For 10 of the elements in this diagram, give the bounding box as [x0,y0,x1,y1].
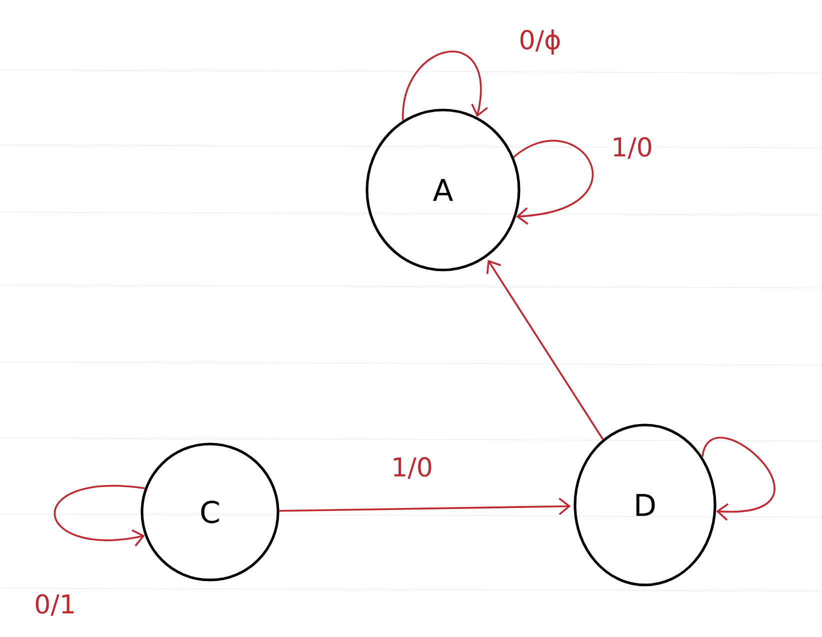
self-loop-arrow [54,485,145,546]
self-loop-arrow [513,140,594,225]
edge-label: 0/1 [33,593,77,617]
edge-label: 0/ϕ [518,28,562,56]
arrow [486,260,604,440]
edge-label: 1/0 [390,456,434,480]
self-loop-arrow [402,51,488,121]
edge-label: 1/0 [610,136,654,160]
arrow [279,498,571,516]
self-loop-arrow [702,437,776,521]
